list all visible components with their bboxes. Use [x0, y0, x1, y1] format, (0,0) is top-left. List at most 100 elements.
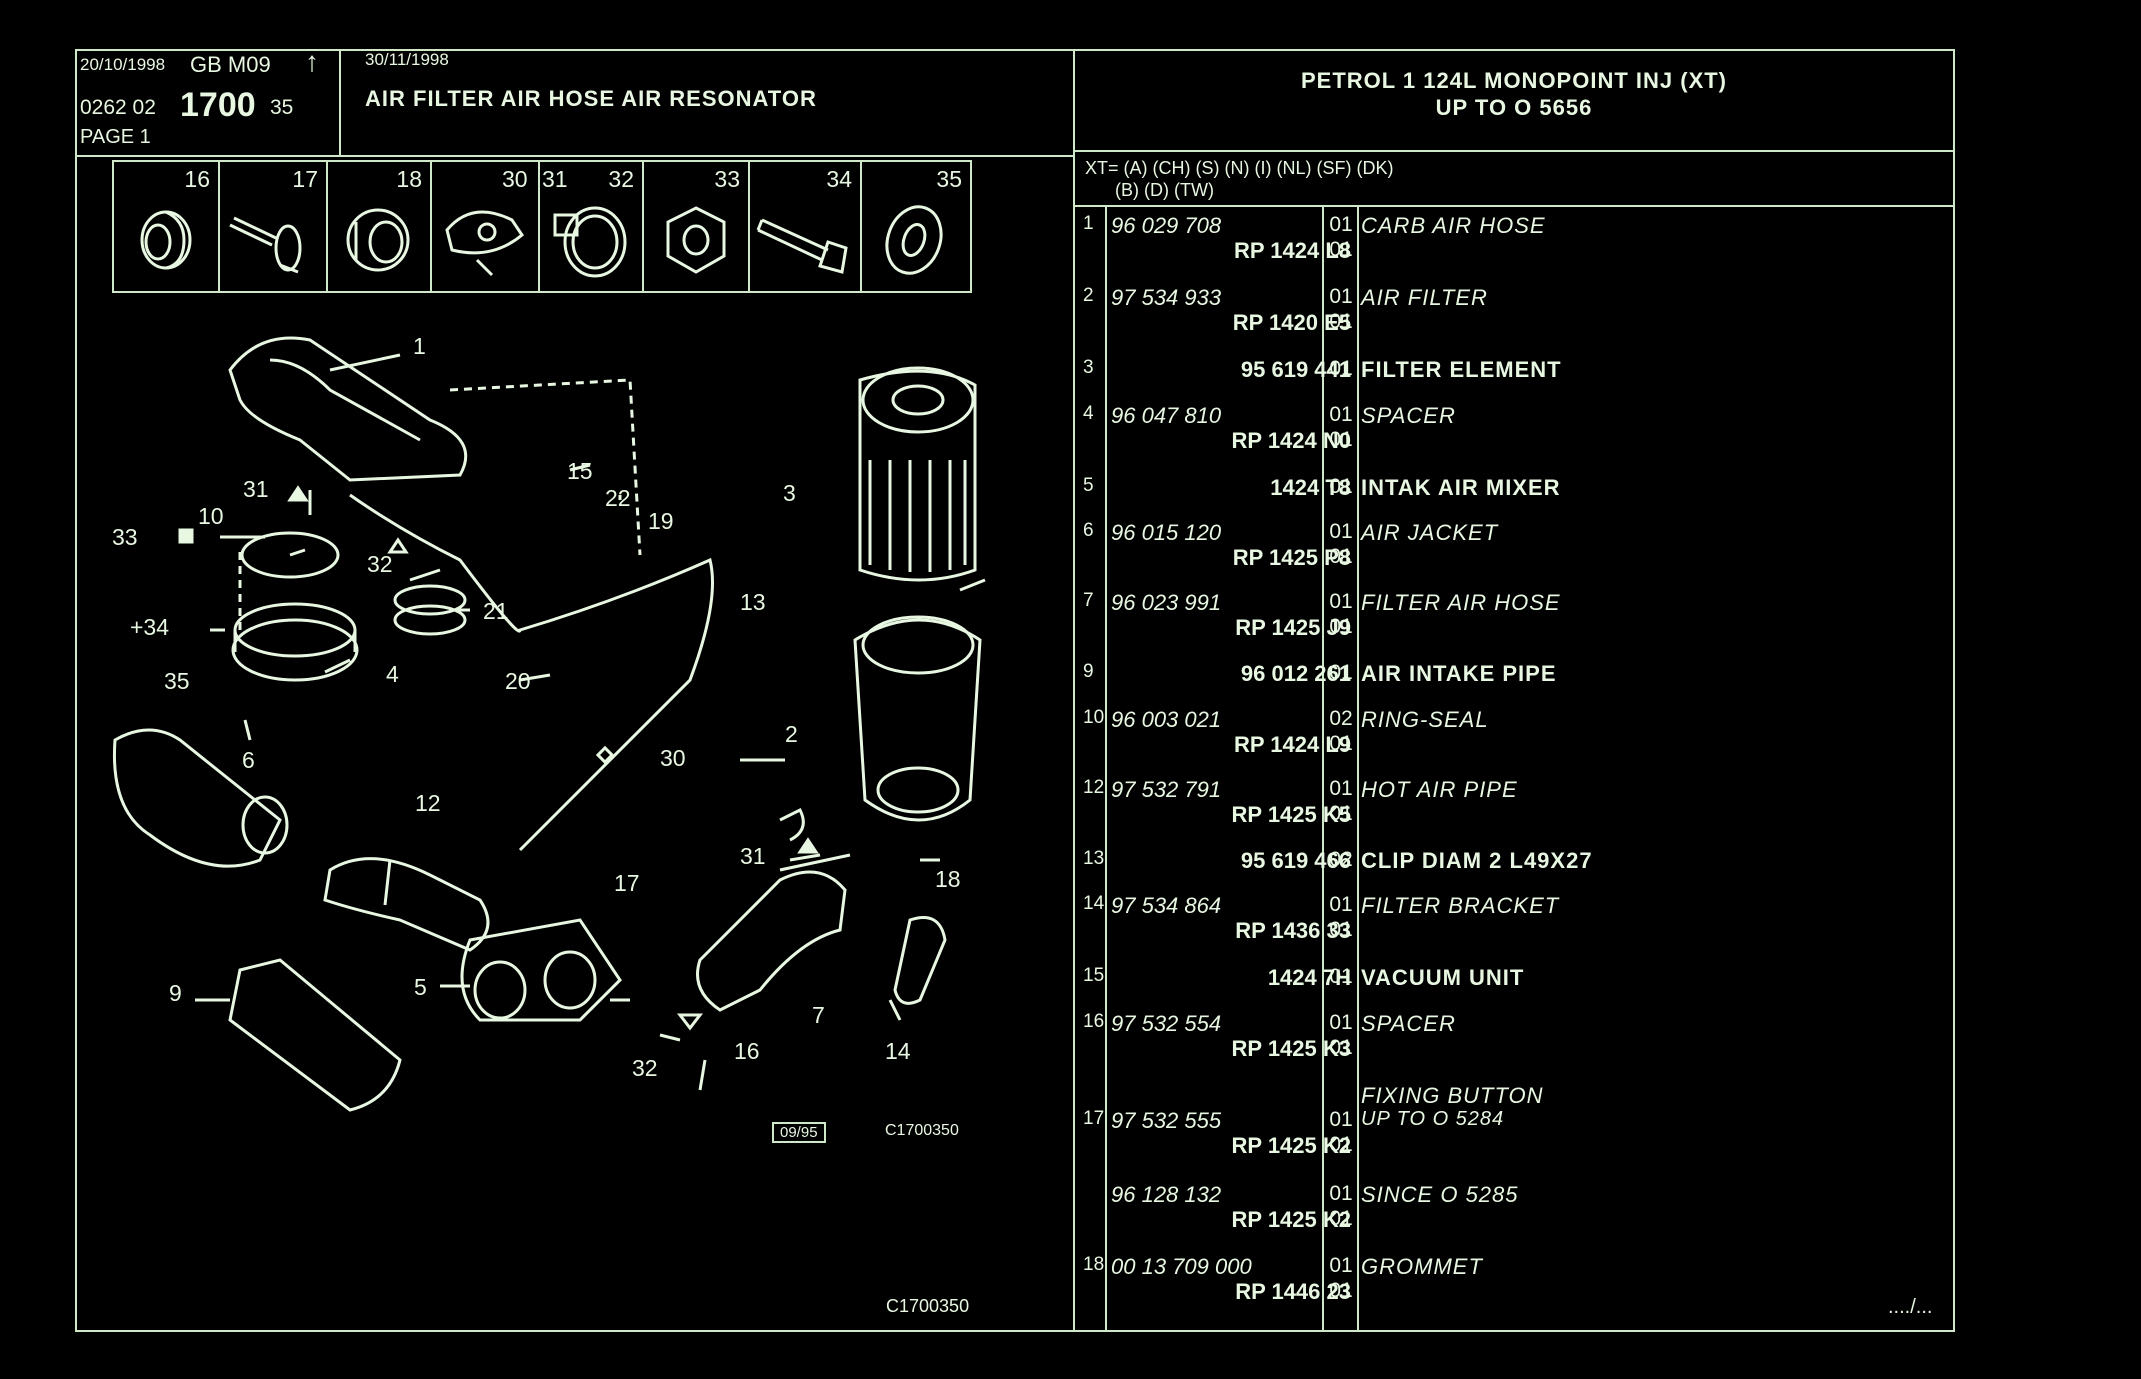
part-description: FILTER AIR HOSE — [1361, 590, 1561, 615]
callout-22: 22 — [605, 485, 631, 511]
thumb-35[interactable]: 35 — [862, 162, 970, 291]
part-qty: 01 — [1329, 545, 1353, 568]
main-divider — [1073, 49, 1075, 1332]
hose-clip-icon — [553, 206, 627, 278]
callout-19: 19 — [648, 508, 674, 534]
part-qty: 01 — [1329, 777, 1353, 800]
part-index: 10 — [1083, 707, 1105, 728]
thumb-33[interactable]: 33 — [644, 162, 750, 291]
part-description: CARB AIR HOSE — [1361, 213, 1546, 238]
part-ref-rp: RP 1424 L9 — [1233, 732, 1351, 757]
thumb-label: 34 — [826, 166, 852, 192]
xt-line1: XT= (A) (CH) (S) (N) (I) (NL) (SF) (DK) — [1085, 158, 1394, 178]
fixing-button-icon — [229, 216, 302, 274]
intake-mixer-drawing — [460, 918, 622, 1022]
thumb-18[interactable]: 18 — [328, 162, 432, 291]
part-description: SINCE O 5285 — [1361, 1182, 1519, 1207]
part-index: 18 — [1083, 1254, 1105, 1275]
callout-3: 3 — [783, 480, 796, 506]
part-description-note: UP TO O 5284 — [1361, 1108, 1505, 1130]
part-index: 1 — [1083, 213, 1094, 234]
part-qty: 01 — [1329, 661, 1353, 684]
callout-35: 35 — [164, 668, 190, 694]
part-qty: 01 — [1329, 475, 1353, 498]
header-bottom-right — [1073, 150, 1955, 152]
callout-31b: 31 — [740, 843, 766, 869]
part-qty: 01 — [1329, 520, 1353, 543]
part-ref-rp: RP 1420 E5 — [1232, 310, 1351, 335]
part-index: 14 — [1083, 893, 1105, 914]
filter-bracket-drawing — [893, 916, 947, 1005]
part-ref-rp: RP 1425 J9 — [1235, 615, 1351, 640]
thumb-32[interactable]: 31 32 — [540, 162, 644, 291]
part-ref-rp: 95 619 441 — [1240, 357, 1351, 382]
part-qty: 01 — [1329, 615, 1353, 638]
washer-icon — [885, 205, 943, 275]
col-line-qty — [1357, 205, 1359, 1332]
part-qty: 01 — [1329, 1182, 1353, 1205]
part-qty: 01 — [1329, 1254, 1353, 1277]
part-ref-rp: RP 1425 P8 — [1232, 545, 1351, 570]
thumb-34[interactable]: 34 — [750, 162, 862, 291]
callout-21: 21 — [483, 598, 509, 624]
part-ref-rp: 1424 T8 — [1270, 475, 1351, 500]
part-description: AIR JACKET — [1361, 520, 1499, 545]
header-ref-prefix: 0262 02 — [80, 96, 156, 119]
model-line1: PETROL 1 124L MONOPOINT INJ (XT) — [1300, 68, 1728, 93]
part-qty: 01 — [1329, 965, 1353, 988]
part-ref-rp: 96 012 261 — [1240, 661, 1351, 686]
callout-9: 9 — [169, 980, 182, 1006]
part-index: 3 — [1083, 357, 1094, 378]
continuation-marker[interactable]: ..../... — [1888, 1296, 1933, 1318]
diagram-code-bottom: C1700350 — [886, 1296, 970, 1316]
part-ref-rp: 1424 7H — [1267, 965, 1351, 990]
thumb-17[interactable]: 17 — [220, 162, 328, 291]
spacer-drawing — [231, 618, 359, 682]
part-description: SPACER — [1361, 1011, 1456, 1036]
part-description: HOT AIR PIPE — [1361, 777, 1518, 802]
callout-33: 33 — [112, 524, 138, 550]
part-index: 2 — [1083, 285, 1094, 306]
header-divider-1 — [339, 49, 341, 157]
part-description: RING-SEAL — [1361, 707, 1489, 732]
part-ref-old: 97 534 864 — [1111, 893, 1222, 918]
thumb-30-31[interactable]: 30 — [432, 162, 540, 291]
part-description: GROMMET — [1361, 1254, 1483, 1279]
callout-34: +34 — [130, 614, 170, 640]
callout-31: 31 — [243, 476, 269, 502]
thumb-label: 32 — [608, 166, 634, 192]
part-index: 7 — [1083, 590, 1094, 611]
part-ref-rp: RP 1424 L8 — [1233, 238, 1351, 263]
part-qty: 01 — [1329, 893, 1353, 916]
part-ref-rp: RP 1446 23 — [1235, 1279, 1351, 1304]
air-filter-drawing — [853, 618, 982, 822]
header-date2: 30/11/1998 — [365, 50, 449, 69]
diagram-code-small: C1700350 — [885, 1122, 959, 1139]
part-ref-old: 97 532 791 — [1111, 777, 1222, 802]
part-qty: 01 — [1329, 1133, 1353, 1156]
part-ref-old: 97 532 555 — [1111, 1108, 1222, 1133]
part-ref-old: 00 13 709 000 — [1111, 1254, 1252, 1279]
callout-32b: 32 — [632, 1055, 658, 1081]
xt-line2: (B) (D) (TW) — [1115, 180, 1214, 200]
thumb-label: 33 — [714, 166, 740, 192]
callout-14: 14 — [885, 1038, 911, 1064]
vacuum-line-drawing — [349, 493, 714, 852]
part-qty: 01 — [1329, 802, 1353, 825]
part-description: FIXING BUTTON — [1361, 1083, 1544, 1108]
thumb-16[interactable]: 16 — [114, 162, 220, 291]
part-ref-old: 97 534 933 — [1111, 285, 1222, 310]
filter-element-drawing — [858, 369, 977, 582]
grommet-ring-icon — [346, 208, 410, 272]
part-ref-rp: RP 1436 33 — [1235, 918, 1351, 943]
thumb-label: 30 — [502, 166, 528, 192]
part-ref-rp: RP 1425 K2 — [1231, 1207, 1351, 1232]
part-index: 9 — [1083, 661, 1094, 682]
callout-6: 6 — [242, 747, 255, 773]
thumb-label: 16 — [184, 166, 210, 192]
exploded-parts-diagram — [112, 336, 986, 1112]
ring-seal-drawing — [240, 531, 340, 579]
callout-15: 15 — [567, 458, 593, 484]
filter-air-hose-drawing — [696, 870, 847, 1012]
part-index: 15 — [1083, 965, 1105, 986]
